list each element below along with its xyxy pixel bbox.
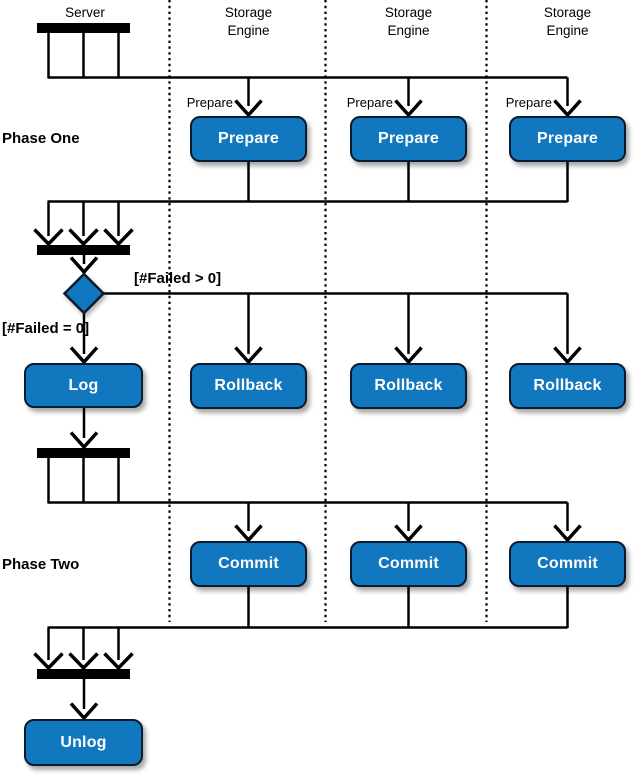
join-bar-phase-two: [37, 669, 130, 679]
activity-prepare-1: Prepare: [190, 116, 307, 162]
activity-commit-1: Commit: [190, 541, 307, 587]
lane-header-storage-engine-3: Storage Engine: [543, 5, 592, 38]
fork-bar-phase-two: [37, 448, 130, 458]
fork-bar-start: [37, 23, 130, 33]
lane-header-storage-engine-1: Storage Engine: [224, 5, 273, 38]
activity-rollback-3: Rollback: [509, 363, 626, 409]
activity-rollback-2: Rollback: [350, 363, 467, 409]
activity-rollback-1: Rollback: [190, 363, 307, 409]
join-bar-phase-one: [37, 245, 130, 255]
prepare-message-label-3: Prepare: [505, 95, 552, 110]
prepare-message-label-2: Prepare: [346, 95, 393, 110]
phase-two-label: Phase Two: [2, 556, 80, 573]
activity-prepare-3: Prepare: [509, 116, 626, 162]
arrowheads: [33, 99, 582, 721]
connector-lines: [47, 33, 569, 709]
lane-header-server: Server: [65, 5, 105, 20]
guard-failed-eq-zero: [#Failed = 0]: [2, 320, 90, 337]
activity-prepare-2: Prepare: [350, 116, 467, 162]
prepare-message-label-1: Prepare: [186, 95, 233, 110]
guard-failed-gt-zero: [#Failed > 0]: [134, 270, 222, 287]
lane-header-storage-engine-2: Storage Engine: [384, 5, 433, 38]
lane-dividers: [168, 0, 488, 622]
decision-diamond: [62, 272, 106, 315]
activity-commit-2: Commit: [350, 541, 467, 587]
activity-unlog: Unlog: [24, 719, 143, 766]
phase-one-label: Phase One: [2, 130, 80, 147]
activity-commit-3: Commit: [509, 541, 626, 587]
activity-log: Log: [24, 363, 143, 408]
